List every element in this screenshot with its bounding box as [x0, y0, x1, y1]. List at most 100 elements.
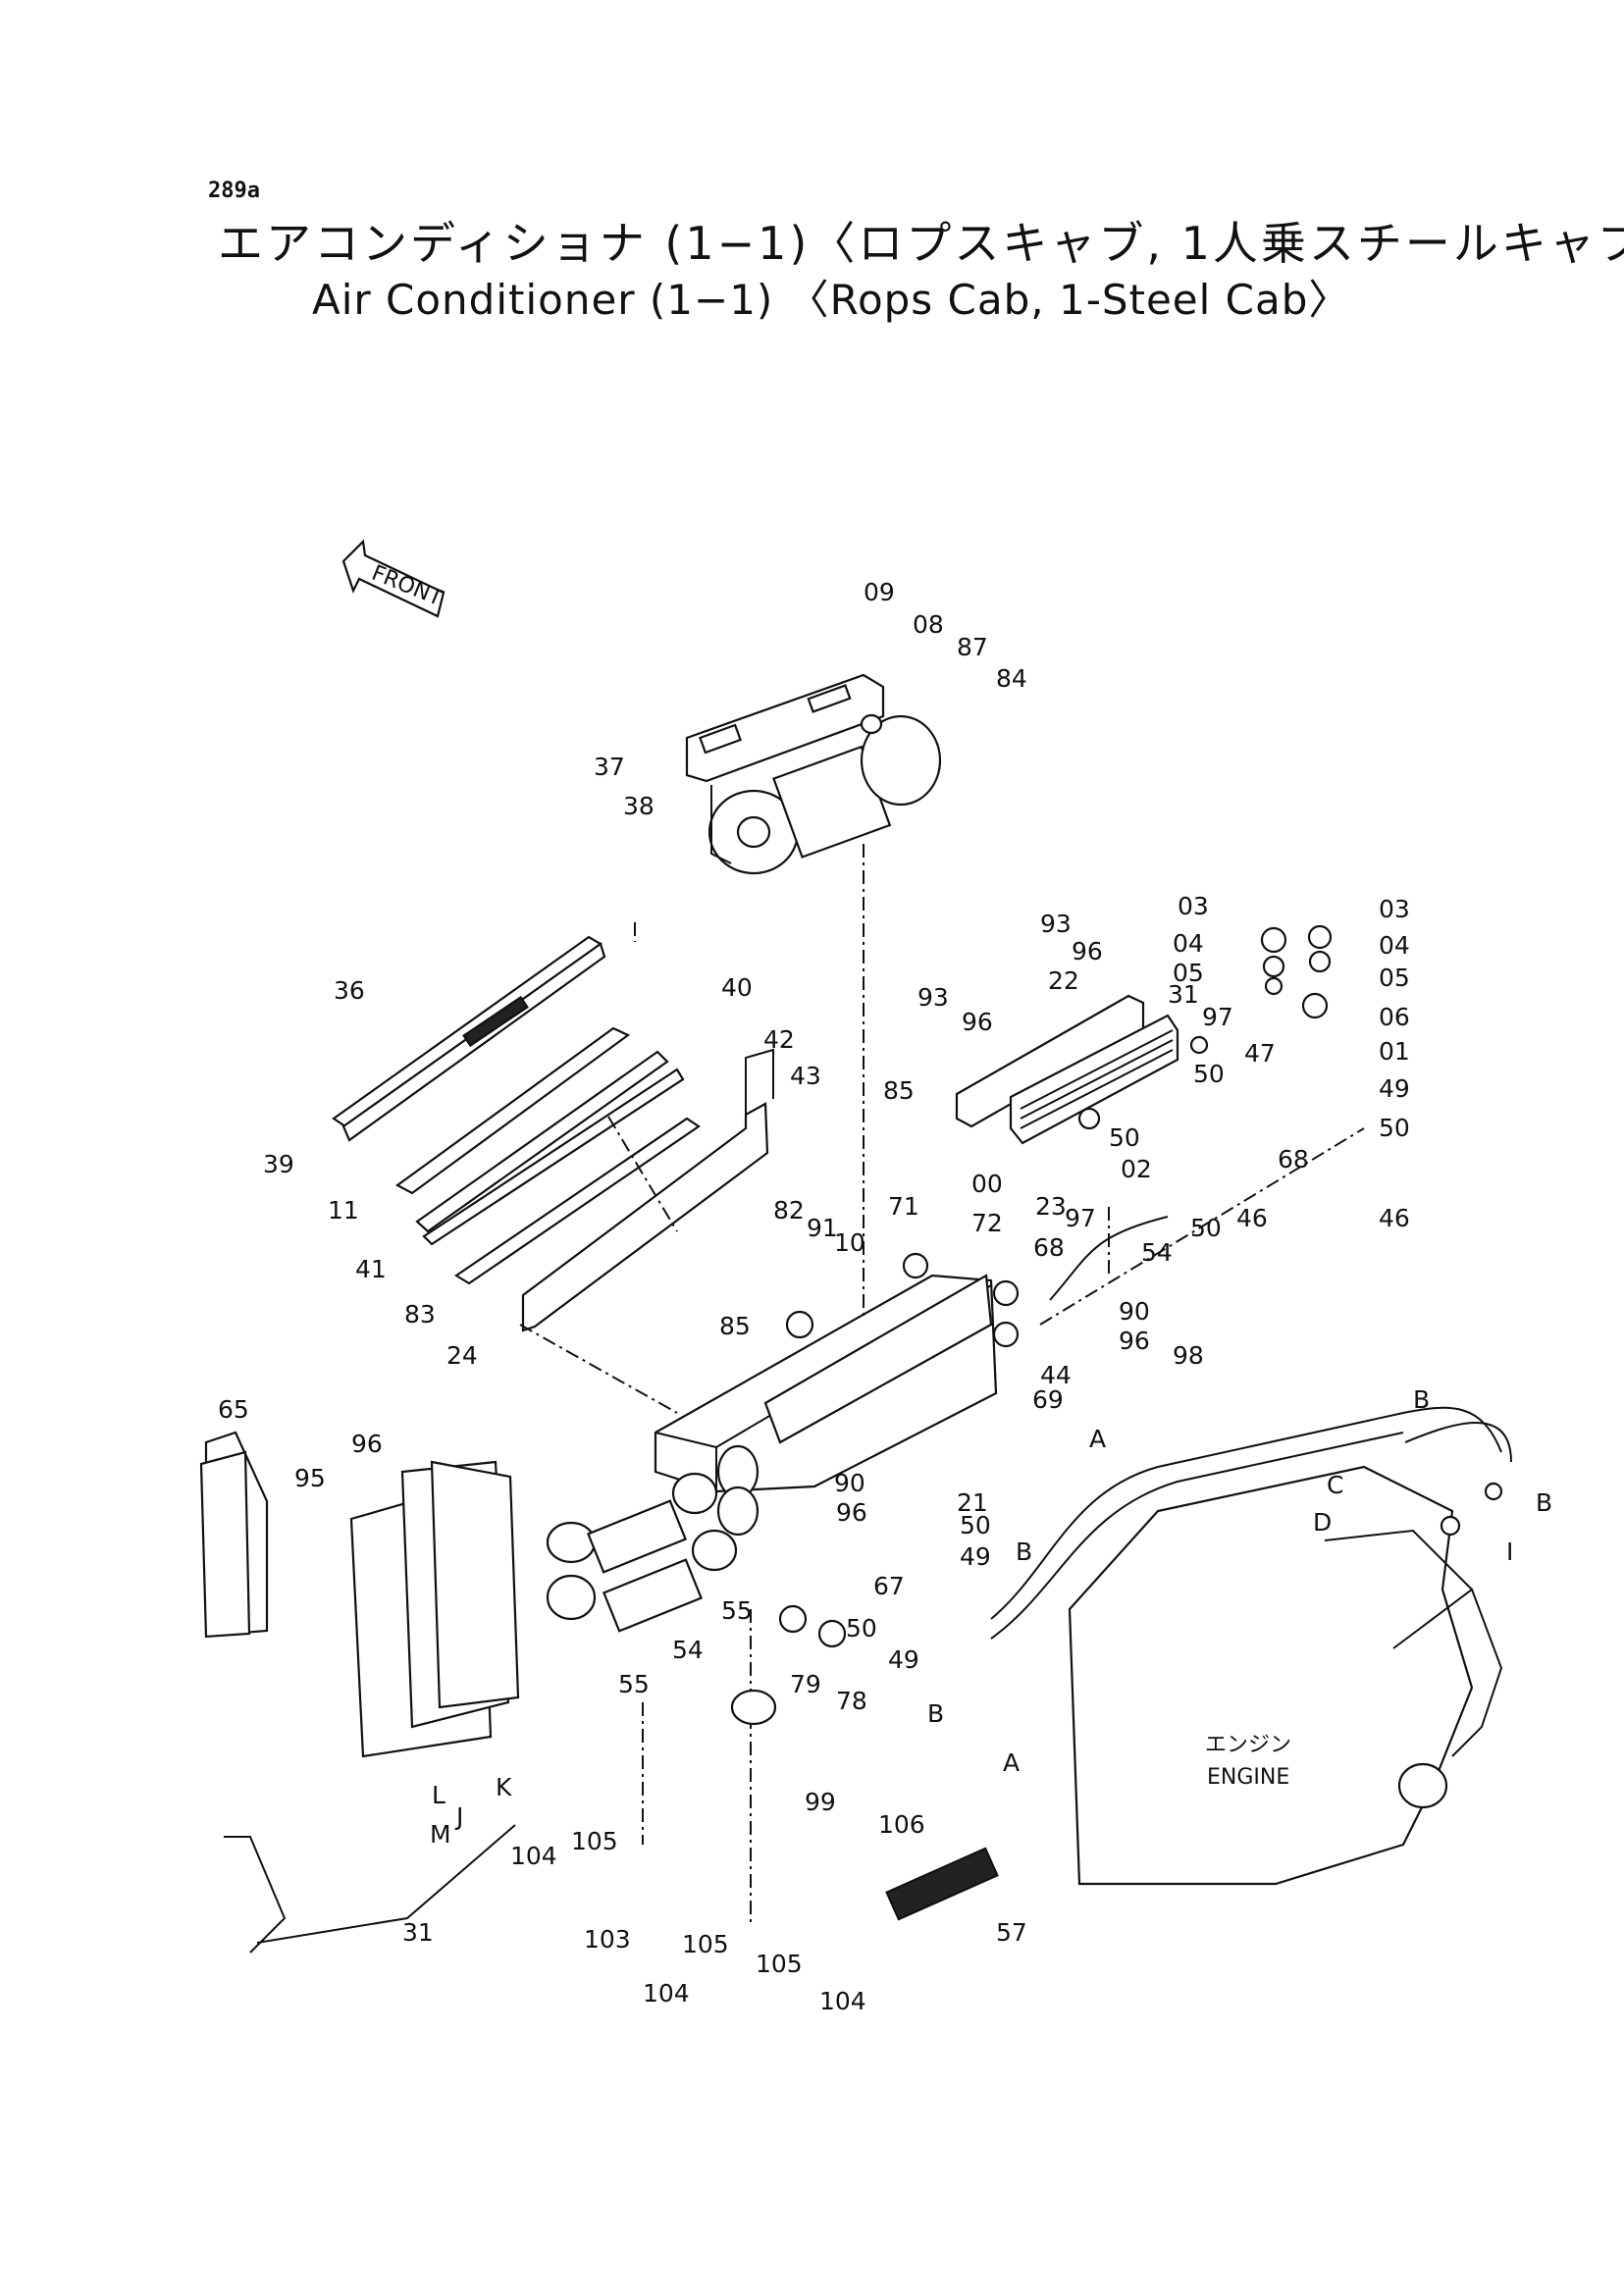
hoses [990, 1216, 1512, 1640]
part-label-78: 82 [773, 1196, 805, 1225]
main-unit-housing [654, 1274, 998, 1537]
heater-core [955, 994, 1179, 1145]
part-label-54: 54 [672, 1636, 704, 1664]
part-label-03: 03 [1379, 895, 1410, 923]
front-label: FRONT [368, 561, 446, 612]
part-label-81: 83 [404, 1300, 436, 1329]
page-code: 289a [208, 179, 260, 203]
part-label-87: 90 [1119, 1297, 1150, 1326]
part-label-49: 49 [888, 1645, 919, 1674]
part-label-06: 06 [1379, 1003, 1410, 1031]
part-label-49: 49 [960, 1542, 991, 1571]
part-label-92: 96 [1072, 937, 1103, 965]
part-label-104: B [1413, 1385, 1430, 1414]
part-label-98: 105 [756, 1950, 803, 1978]
part-label-82: 84 [996, 664, 1027, 693]
part-label-91: 95 [294, 1464, 326, 1492]
part-label-38: 38 [623, 792, 655, 820]
part-label-49: 49 [1379, 1074, 1410, 1103]
part-label-42: 42 [763, 1025, 795, 1054]
part-label-D: M [430, 1820, 451, 1849]
part-label-105: C [1327, 1471, 1343, 1499]
part-label-90: 93 [917, 983, 949, 1012]
part-label-43: 43 [790, 1062, 821, 1090]
part-label-79: 91 [807, 1214, 838, 1242]
part-label-83: 85 [883, 1076, 915, 1105]
part-label-03: 03 [1178, 892, 1209, 920]
part-label-90: 93 [1040, 910, 1072, 938]
part-label-44: 44 [1040, 1361, 1072, 1389]
part-label-50: 50 [1109, 1123, 1140, 1152]
part-label-99: 106 [878, 1810, 925, 1839]
vent-panels [332, 935, 701, 1285]
front-arrow-icon: FRONT [341, 539, 446, 618]
part-label-94: 98 [1173, 1341, 1204, 1370]
part-label-05: 05 [1379, 964, 1410, 992]
part-label-24: 24 [446, 1341, 478, 1370]
cover-panel [521, 1048, 774, 1332]
grille-panel [349, 1460, 520, 1758]
engine-outline: エンジン ENGINE [1068, 1465, 1503, 1886]
part-label-98: 105 [571, 1827, 618, 1855]
part-label-104: B [1536, 1488, 1552, 1517]
part-label-22: 31 [1168, 980, 1199, 1009]
part-label-73: 79 [790, 1670, 821, 1698]
fittings [730, 924, 1503, 1726]
part-label-05: 05 [1173, 959, 1204, 987]
part-labels: 09 08 87 84 37 38 36 40 42 43 39 11 41 8… [218, 578, 1552, 2015]
part-label-106: D [1313, 1508, 1332, 1537]
engine-label-en: ENGINE [1207, 1765, 1289, 1790]
part-label-08: 08 [913, 610, 944, 639]
part-label-02: 02 [1121, 1155, 1152, 1183]
part-label-04: 04 [1379, 931, 1410, 960]
part-label-65: 65 [218, 1395, 249, 1424]
part-label-92: 96 [836, 1498, 867, 1527]
blower-assembly [685, 673, 942, 875]
part-label-01: 01 [1379, 1037, 1410, 1066]
part-label-57: 57 [996, 1918, 1027, 1947]
part-label-21: 22 [1048, 966, 1079, 995]
part-label-23: 23 [1035, 1192, 1067, 1221]
part-label-87: 90 [834, 1469, 865, 1497]
part-label-72: 78 [836, 1687, 867, 1715]
part-label-39: 39 [263, 1150, 294, 1178]
title-english: Air Conditioner (1−1) 〈Rops Cab, 1-Steel… [312, 276, 1351, 324]
part-label-50: 50 [1190, 1214, 1222, 1242]
part-label-92: 96 [1119, 1327, 1150, 1355]
part-label-47: 47 [1244, 1039, 1276, 1068]
part-label-36: 36 [334, 976, 365, 1005]
part-label-C: L [432, 1781, 445, 1809]
part-label-04: 04 [1173, 929, 1204, 958]
part-label-41: 41 [355, 1255, 387, 1283]
pipe-57 [885, 1847, 999, 1921]
part-label-11: 11 [328, 1196, 359, 1225]
part-label-46: 46 [1236, 1204, 1268, 1232]
part-label-103: A [1003, 1748, 1020, 1777]
part-label-96: 103 [584, 1925, 631, 1954]
part-label-93: 97 [1065, 1204, 1096, 1232]
part-label-85: 87 [957, 633, 988, 661]
part-label-84: 85 [719, 1312, 751, 1340]
part-label-92: 96 [351, 1430, 383, 1458]
part-label-20: 21 [957, 1488, 988, 1517]
part-label-50: 50 [846, 1614, 877, 1642]
part-label-68: 68 [1278, 1145, 1309, 1173]
part-label-103: A [1089, 1425, 1106, 1453]
part-label-68: 68 [1033, 1233, 1065, 1262]
part-label-97: 104 [819, 1987, 866, 2015]
part-label-46: 46 [1379, 1204, 1410, 1232]
part-label-55: 55 [618, 1670, 650, 1698]
part-label-98: 105 [682, 1930, 729, 1958]
part-label-A: J [454, 1802, 463, 1831]
part-label-10: 10 [834, 1228, 865, 1257]
part-label-B: K [496, 1773, 512, 1801]
part-label-50: 50 [1379, 1114, 1410, 1142]
part-label-104: B [927, 1699, 944, 1728]
part-label-97: 104 [643, 1979, 690, 2007]
part-label-37: 37 [594, 753, 625, 781]
part-label-55: 55 [721, 1596, 753, 1625]
part-label-40: 40 [721, 973, 753, 1002]
part-label-97: 104 [510, 1842, 557, 1870]
part-label-69: 69 [1032, 1385, 1064, 1414]
